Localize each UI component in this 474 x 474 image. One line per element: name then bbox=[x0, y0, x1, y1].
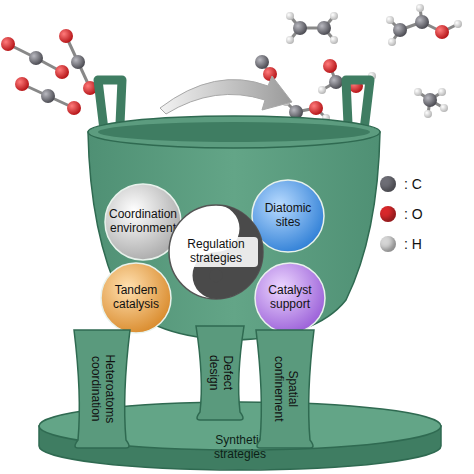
strategy-label: Coordination environment bbox=[106, 208, 180, 236]
vessel-leg bbox=[196, 326, 244, 420]
legend-swatch bbox=[380, 176, 396, 192]
strategy-sphere bbox=[255, 263, 325, 333]
legend-row: : C bbox=[380, 176, 422, 192]
vessel-leg bbox=[256, 330, 314, 448]
strategy-sphere bbox=[101, 263, 171, 333]
legend-row: : H bbox=[380, 236, 422, 252]
strategy-label: Catalyst support bbox=[259, 284, 321, 312]
label-holder: Regulation strategies bbox=[168, 204, 264, 300]
strategy-circle: Catalyst support bbox=[254, 262, 326, 334]
reaction-arrow bbox=[160, 76, 292, 114]
vessel-mouth bbox=[98, 122, 370, 142]
legend-swatch bbox=[380, 236, 396, 252]
vessel-leg bbox=[74, 330, 130, 448]
strategy-label: Diatomic sites bbox=[257, 202, 319, 230]
legend-text: : C bbox=[404, 176, 422, 192]
strategy-label: Tandem catalysis bbox=[105, 284, 167, 312]
legend-text: : O bbox=[404, 206, 423, 222]
strategy-circle: Tandem catalysis bbox=[100, 262, 172, 334]
legend-row: : O bbox=[380, 206, 423, 222]
label-holder: Tandem catalysis bbox=[100, 262, 172, 334]
leg-box: Spatial confinement bbox=[256, 330, 314, 448]
vessel-body bbox=[88, 132, 380, 340]
co2-atoms bbox=[1, 29, 97, 115]
co2-molecules bbox=[8, 36, 90, 108]
product-bonds bbox=[262, 8, 458, 124]
yin-yang bbox=[169, 205, 263, 299]
label-holder: Catalyst support bbox=[254, 262, 326, 334]
strategy-label: Regulation strategies bbox=[174, 237, 258, 267]
leg-label: Spatial confinement bbox=[271, 341, 299, 437]
legend-swatch bbox=[380, 206, 396, 222]
vessel-rim bbox=[88, 116, 380, 148]
leg-box: Heteroatoms coordination bbox=[74, 330, 130, 448]
leg-box: Defect design bbox=[196, 326, 244, 420]
product-atoms bbox=[255, 4, 462, 128]
leg-label: Defect design bbox=[206, 344, 234, 402]
strategy-sphere bbox=[252, 180, 324, 252]
leg-label: Heteroatoms coordination bbox=[88, 341, 116, 437]
strategy-circle: Regulation strategies bbox=[168, 204, 264, 300]
legend-text: : H bbox=[404, 236, 422, 252]
